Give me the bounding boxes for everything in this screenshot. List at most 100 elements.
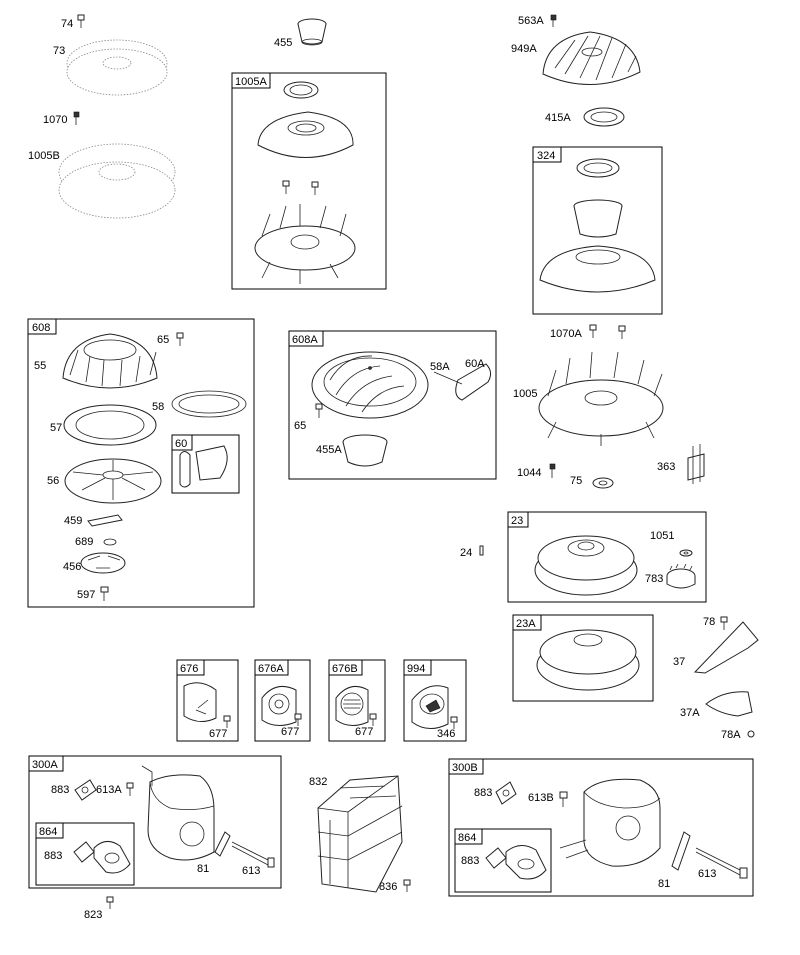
tag-324: 324 [537,150,555,162]
dog-459-icon [87,514,123,527]
part-drawings [58,14,759,909]
label-883-300B: 883 [474,787,492,799]
screw-1044-icon [549,463,556,478]
nut-1051-icon [679,549,693,557]
screw-1070-icon [73,111,80,125]
label-57: 57 [50,422,62,434]
strap-81b-icon [671,831,691,871]
box-608A [288,330,497,480]
label-613-300B: 613 [698,868,716,880]
flywheel-23A-icon [536,629,640,691]
label-563A: 563A [518,15,544,27]
label-823: 823 [84,909,102,921]
screw-597-icon [100,586,109,601]
label-1070: 1070 [43,114,67,126]
label-74: 74 [61,18,73,30]
label-58: 58 [152,401,164,413]
key-24-icon [479,545,484,556]
label-597: 597 [77,589,95,601]
rope-58-icon [171,390,247,418]
baffle-37A-icon [705,691,753,717]
label-56: 56 [47,475,59,487]
screw-836-icon [403,879,411,892]
screws-1070A-icon [589,324,626,339]
gasket-883d-icon [485,847,507,869]
screw-65-icon [176,332,184,346]
label-677-676A: 677 [281,726,299,738]
handle-60-icon [179,445,228,488]
box-324 [532,146,663,315]
handle-60A-icon [433,363,492,401]
label-81-300B: 81 [658,878,670,890]
screw-613B-icon [559,791,568,807]
box-300B [448,758,754,897]
label-24: 24 [460,547,472,559]
box-tags: 1005A 324 608 60 608A 23 23A 676 676A 67… [27,72,562,845]
screw-78-icon [720,616,728,630]
bolt-613a-icon [231,841,275,868]
gear-783-icon [666,563,696,589]
fan-1005B-icon [58,143,176,219]
tag-60: 60 [175,438,187,450]
label-1070A: 1070A [550,328,582,340]
tag-676B: 676B [332,663,358,675]
label-55: 55 [34,360,46,372]
screw-65b-icon [315,403,323,418]
label-1051: 1051 [650,530,674,542]
label-455: 455 [274,37,292,49]
box-676 [176,659,239,742]
washer-75-icon [592,477,614,489]
tag-864a: 864 [39,826,57,838]
box-1005A [231,72,387,290]
label-1005B: 1005B [28,150,60,162]
label-1044: 1044 [517,467,541,479]
housing-55-icon [62,333,158,389]
starter-608A-icon [311,351,429,419]
bolts-1005A-icon [282,180,319,195]
label-455A: 455A [316,444,342,456]
label-65-608A: 65 [294,420,306,432]
bolt-613b-icon [695,847,748,879]
plate-994-icon [411,685,449,729]
box-608 [27,318,255,608]
muffler-300A-icon [141,765,215,861]
label-60A: 60A [465,358,485,370]
flywheel-23-icon [534,535,638,596]
label-677-676: 677 [209,728,227,740]
seal-1005A-icon [283,81,319,99]
part-labels: 74 73 1070 1005B 455 563A 949A 415A 1070… [28,15,741,921]
label-58A: 58A [430,361,450,373]
box-864b [454,828,552,893]
label-78: 78 [703,616,715,628]
tag-608A: 608A [292,334,318,346]
muffler-300B-icon [559,778,661,867]
label-949A: 949A [511,43,537,55]
label-65-608: 65 [157,334,169,346]
bracket-363-icon [687,444,705,484]
label-883-864a: 883 [44,850,62,862]
label-363: 363 [657,461,675,473]
screw-677a-icon [223,715,231,728]
seal-324-icon [576,158,620,178]
gasket-883a-icon [74,779,97,801]
label-346: 346 [437,728,455,740]
box-23 [507,511,707,603]
cover-324-icon [539,245,656,293]
box-994 [403,659,467,742]
screw-74-icon [77,14,85,28]
plate-676B-icon [335,685,369,726]
box-300A [28,755,282,889]
label-689: 689 [75,536,93,548]
label-415A: 415A [545,112,571,124]
gasket-883b-icon [73,841,95,863]
label-883-300A: 883 [51,784,69,796]
cup-324-icon [573,199,623,238]
seal-415A-icon [583,107,625,127]
cup-455-icon [297,18,327,46]
label-459: 459 [64,515,82,527]
strap-81a-icon [214,831,231,857]
pulley-56-icon [64,458,162,504]
screw-677b-icon [294,713,302,726]
plate-676A-icon [261,685,297,726]
